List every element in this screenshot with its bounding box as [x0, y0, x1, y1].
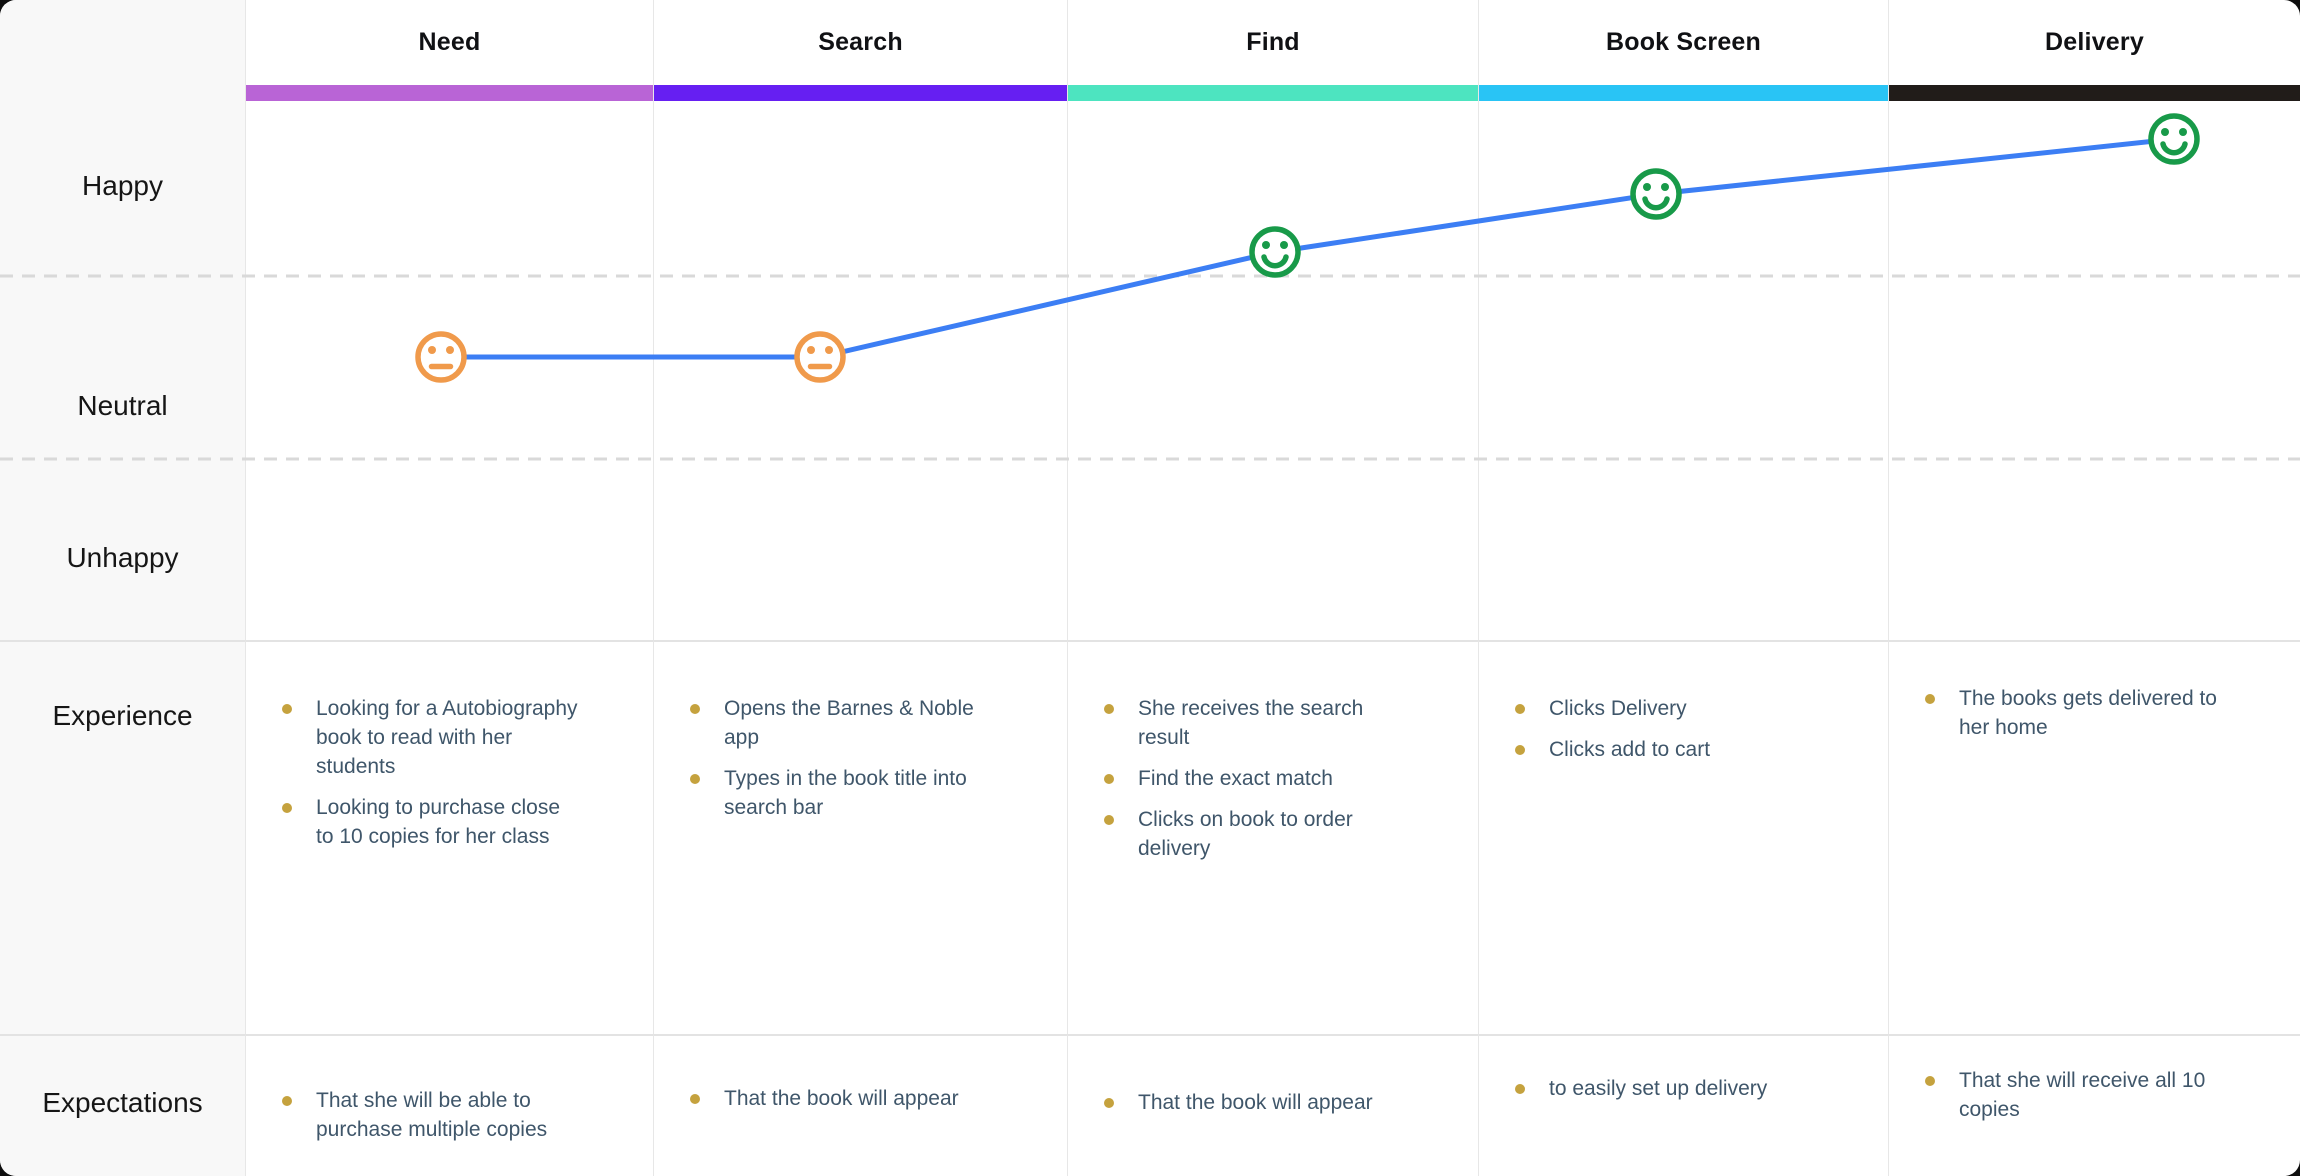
- stage-color-bar: [246, 85, 653, 101]
- bullet-dot-icon: [690, 704, 700, 714]
- stage-header-find: Find: [1067, 0, 1478, 101]
- emotion-axis: Happy Neutral Unhappy: [0, 101, 246, 640]
- bullet-dot-icon: [1104, 815, 1114, 825]
- stage-header-search: Search: [653, 0, 1067, 101]
- bullet-item: Clicks add to cart: [1515, 735, 1860, 764]
- experience-list: The books gets delivered to her home: [1889, 642, 2300, 742]
- bullet-text: That she will be able to purchase multip…: [316, 1089, 548, 1141]
- stage-title: Need: [418, 28, 481, 56]
- expectations-list: That the book will appear: [1068, 1036, 1478, 1117]
- bullet-dot-icon: [1515, 745, 1525, 755]
- bullet-text: Types in the book title into search bar: [724, 767, 967, 819]
- bullet-item: Clicks Delivery: [1515, 694, 1860, 723]
- stage-color-bar: [1889, 85, 2300, 101]
- bullet-dot-icon: [1925, 1076, 1935, 1086]
- bullet-text: Looking for a Autobiography book to read…: [316, 697, 578, 778]
- expectations-cell-book-screen: to easily set up delivery: [1478, 1034, 1888, 1176]
- header-corner-cell: [0, 0, 246, 101]
- bullet-text: to easily set up delivery: [1549, 1077, 1768, 1100]
- expectations-list: That she will receive all 10 copies: [1889, 1036, 2300, 1124]
- bullet-dot-icon: [690, 774, 700, 784]
- experience-list: Looking for a Autobiography book to read…: [246, 642, 653, 851]
- bullet-item: That she will be able to purchase multip…: [282, 1086, 625, 1144]
- bullet-item: The books gets delivered to her home: [1925, 684, 2272, 742]
- stage-color-bar: [654, 85, 1067, 101]
- emotion-label-happy: Happy: [82, 170, 163, 201]
- bullet-item: Clicks on book to order delivery: [1104, 805, 1450, 863]
- bullet-item: That the book will appear: [1104, 1088, 1450, 1117]
- bullet-text: The books gets delivered to her home: [1959, 687, 2217, 739]
- expectations-row-header: Expectations: [0, 1034, 246, 1176]
- bullet-dot-icon: [1515, 1084, 1525, 1094]
- bullet-dot-icon: [1925, 694, 1935, 704]
- emotion-label-neutral: Neutral: [77, 390, 168, 421]
- stage-header-book-screen: Book Screen: [1478, 0, 1888, 101]
- expectations-row-label: Expectations: [42, 1087, 203, 1118]
- bullet-dot-icon: [282, 803, 292, 813]
- bullet-item: to easily set up delivery: [1515, 1074, 1860, 1103]
- experience-row-header: Experience: [0, 640, 246, 1034]
- bullet-dot-icon: [1104, 774, 1114, 784]
- bullet-item: Find the exact match: [1104, 764, 1450, 793]
- expectations-cell-delivery: That she will receive all 10 copies: [1888, 1034, 2300, 1176]
- emotion-cell-delivery: [1888, 101, 2300, 640]
- bullet-text: Clicks on book to order delivery: [1138, 808, 1353, 860]
- stage-header-delivery: Delivery: [1888, 0, 2300, 101]
- emotion-cell-find: [1067, 101, 1478, 640]
- stage-header-need: Need: [246, 0, 653, 101]
- bullet-item: That the book will appear: [690, 1084, 1039, 1113]
- emotion-label-unhappy: Unhappy: [66, 542, 179, 573]
- stage-title: Delivery: [2045, 28, 2144, 56]
- bullet-item: That she will receive all 10 copies: [1925, 1066, 2272, 1124]
- bullet-dot-icon: [282, 704, 292, 714]
- stage-color-bar: [1068, 85, 1478, 101]
- stage-title: Find: [1246, 28, 1300, 56]
- emotion-cell-book-screen: [1478, 101, 1888, 640]
- bullet-item: Types in the book title into search bar: [690, 764, 1039, 822]
- experience-cell-need: Looking for a Autobiography book to read…: [246, 640, 653, 1034]
- stage-title: Search: [818, 28, 903, 56]
- bullet-dot-icon: [1104, 1098, 1114, 1108]
- bullet-dot-icon: [1515, 704, 1525, 714]
- bullet-item: Looking to purchase close to 10 copies f…: [282, 793, 625, 851]
- bullet-item: Looking for a Autobiography book to read…: [282, 694, 625, 781]
- bullet-text: Clicks Delivery: [1549, 697, 1687, 720]
- expectations-cell-search: That the book will appear: [653, 1034, 1067, 1176]
- emotion-cell-search: [653, 101, 1067, 640]
- expectations-cell-need: That she will be able to purchase multip…: [246, 1034, 653, 1176]
- bullet-text: Opens the Barnes & Noble app: [724, 697, 974, 749]
- stage-title: Book Screen: [1605, 28, 1762, 56]
- bullet-dot-icon: [282, 1096, 292, 1106]
- expectations-cell-find: That the book will appear: [1067, 1034, 1478, 1176]
- bullet-item: She receives the search result: [1104, 694, 1450, 752]
- bullet-text: That the book will appear: [724, 1087, 959, 1110]
- emotion-cell-need: [246, 101, 653, 640]
- expectations-list: to easily set up delivery: [1479, 1036, 1888, 1103]
- expectations-list: That the book will appear: [654, 1036, 1067, 1113]
- experience-row-label: Experience: [52, 700, 193, 731]
- bullet-text: Find the exact match: [1138, 767, 1333, 790]
- bullet-text: That she will receive all 10 copies: [1959, 1069, 2206, 1121]
- bullet-text: Clicks add to cart: [1549, 738, 1711, 761]
- stage-color-bar: [1479, 85, 1888, 101]
- bullet-text: She receives the search result: [1138, 697, 1364, 749]
- expectations-list: That she will be able to purchase multip…: [246, 1036, 653, 1144]
- bullet-text: That the book will appear: [1138, 1091, 1373, 1114]
- bullet-dot-icon: [1104, 704, 1114, 714]
- bullet-dot-icon: [690, 1094, 700, 1104]
- bullet-text: Looking to purchase close to 10 copies f…: [316, 796, 560, 848]
- bullet-item: Opens the Barnes & Noble app: [690, 694, 1039, 752]
- experience-cell-delivery: The books gets delivered to her home: [1888, 640, 2300, 1034]
